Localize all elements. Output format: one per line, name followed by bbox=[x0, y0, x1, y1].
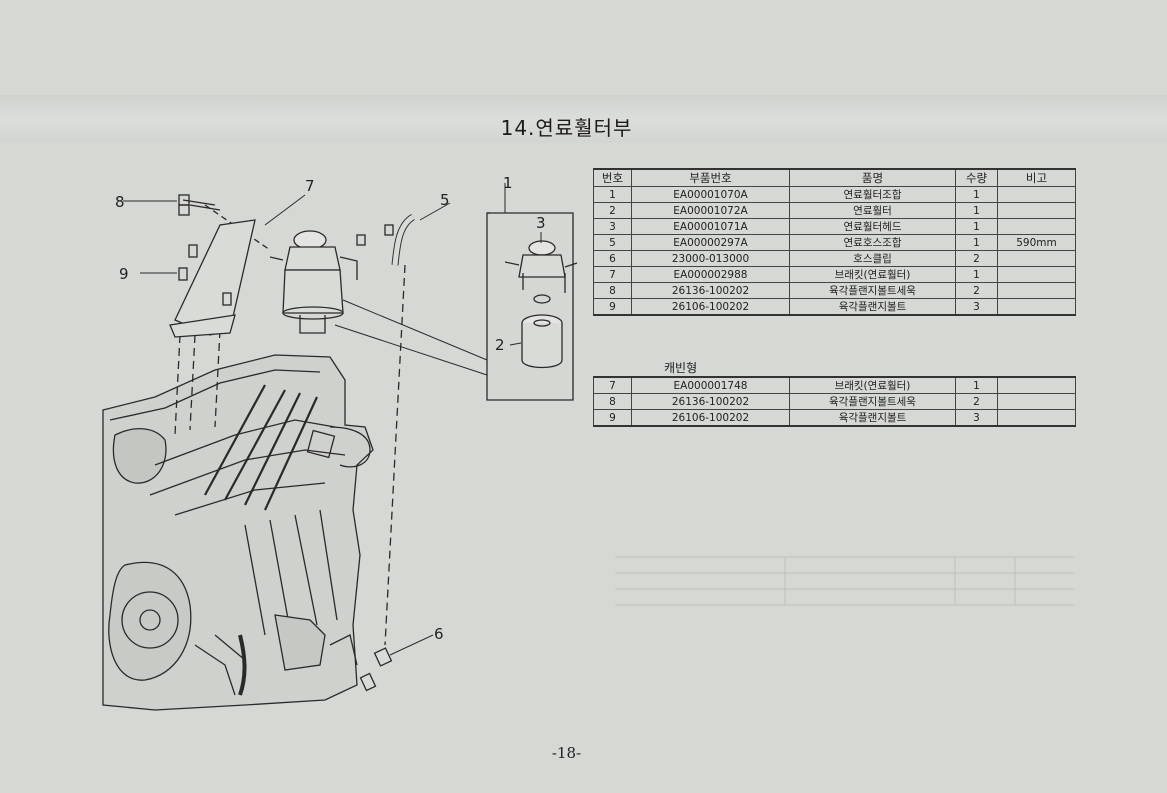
cell-part-name: 육각플랜지볼트세욱 bbox=[789, 393, 956, 410]
cell-part-name: 연료호스조합 bbox=[789, 234, 956, 251]
cell-part-number: EA00000297A bbox=[631, 234, 790, 251]
header-part-name: 품명 bbox=[789, 168, 956, 187]
cell-part-name: 연료훨터헤드 bbox=[789, 218, 956, 235]
cell-part-number: EA00001072A bbox=[631, 202, 790, 219]
cell-part-number: EA000001748 bbox=[631, 376, 790, 394]
cell-remarks: 590mm bbox=[997, 234, 1076, 251]
cell-part-number: EA000002988 bbox=[631, 266, 790, 283]
cell-quantity: 3 bbox=[955, 409, 998, 427]
header-quantity: 수량 bbox=[955, 168, 998, 187]
cell-part-number: 26136-100202 bbox=[631, 282, 790, 299]
cell-no: 6 bbox=[593, 250, 632, 267]
cell-no: 8 bbox=[593, 282, 632, 299]
callout-3: 3 bbox=[536, 214, 546, 232]
cell-quantity: 1 bbox=[955, 218, 998, 235]
header-no: 번호 bbox=[593, 168, 632, 187]
cell-quantity: 1 bbox=[955, 186, 998, 203]
cell-part-name: 육각플랜지볼트 bbox=[789, 409, 956, 427]
cell-remarks bbox=[997, 393, 1076, 410]
cell-quantity: 2 bbox=[955, 393, 998, 410]
callout-7: 7 bbox=[305, 177, 315, 195]
cell-remarks bbox=[997, 218, 1076, 235]
cell-part-number: EA00001070A bbox=[631, 186, 790, 203]
cell-part-number: 26136-100202 bbox=[631, 393, 790, 410]
cell-part-name: 육각플랜지볼트세욱 bbox=[789, 282, 956, 299]
callout-5: 5 bbox=[440, 191, 450, 209]
cell-no: 9 bbox=[593, 409, 632, 427]
cell-part-number: EA00001071A bbox=[631, 218, 790, 235]
header-remarks: 비고 bbox=[997, 168, 1076, 187]
cell-remarks bbox=[997, 376, 1076, 394]
cell-remarks bbox=[997, 266, 1076, 283]
cell-no: 2 bbox=[593, 202, 632, 219]
page-title: 14.연료훨터부 bbox=[500, 116, 633, 140]
cell-remarks bbox=[997, 409, 1076, 427]
cell-quantity: 1 bbox=[955, 234, 998, 251]
cell-no: 7 bbox=[593, 266, 632, 283]
cell-part-name: 육각플랜지볼트 bbox=[789, 298, 956, 316]
callout-9: 9 bbox=[119, 265, 129, 283]
page-number: -18- bbox=[551, 744, 582, 762]
header-part-number: 부품번호 bbox=[631, 168, 790, 187]
cell-no: 9 bbox=[593, 298, 632, 316]
cell-no: 1 bbox=[593, 186, 632, 203]
cell-quantity: 1 bbox=[955, 266, 998, 283]
cell-no: 3 bbox=[593, 218, 632, 235]
fuel-filter-exploded-diagram bbox=[102, 183, 578, 711]
cell-no: 5 bbox=[593, 234, 632, 251]
cell-part-number: 26106-100202 bbox=[631, 409, 790, 427]
parts-table-header: 번호 부품번호 품명 수량 비고 bbox=[593, 168, 1076, 187]
cell-part-name: 호스클립 bbox=[789, 250, 956, 267]
cell-remarks bbox=[997, 298, 1076, 316]
cell-part-name: 연료훨터조합 bbox=[789, 186, 956, 203]
cell-part-name: 연료훨터 bbox=[789, 202, 956, 219]
cell-part-number: 23000-013000 bbox=[631, 250, 790, 267]
cell-quantity: 1 bbox=[955, 202, 998, 219]
cell-quantity: 3 bbox=[955, 298, 998, 316]
cell-part-number: 26106-100202 bbox=[631, 298, 790, 316]
cell-no: 8 bbox=[593, 393, 632, 410]
cell-remarks bbox=[997, 186, 1076, 203]
cell-remarks bbox=[997, 202, 1076, 219]
cell-quantity: 2 bbox=[955, 250, 998, 267]
cell-no: 7 bbox=[593, 376, 632, 394]
cell-quantity: 2 bbox=[955, 282, 998, 299]
cell-quantity: 1 bbox=[955, 376, 998, 394]
callout-8: 8 bbox=[115, 193, 125, 211]
callout-2: 2 bbox=[495, 336, 505, 354]
callout-1: 1 bbox=[503, 174, 513, 192]
cab-type-label: 캐빈형 bbox=[664, 361, 698, 375]
callout-6: 6 bbox=[434, 625, 444, 643]
cell-part-name: 브래킷(연료훨터) bbox=[789, 266, 956, 283]
faint-bleedthrough-grid bbox=[615, 556, 1075, 606]
cell-part-name: 브래킷(연료훨터) bbox=[789, 376, 956, 394]
scan-band bbox=[0, 95, 1167, 143]
cell-remarks bbox=[997, 282, 1076, 299]
cell-remarks bbox=[997, 250, 1076, 267]
